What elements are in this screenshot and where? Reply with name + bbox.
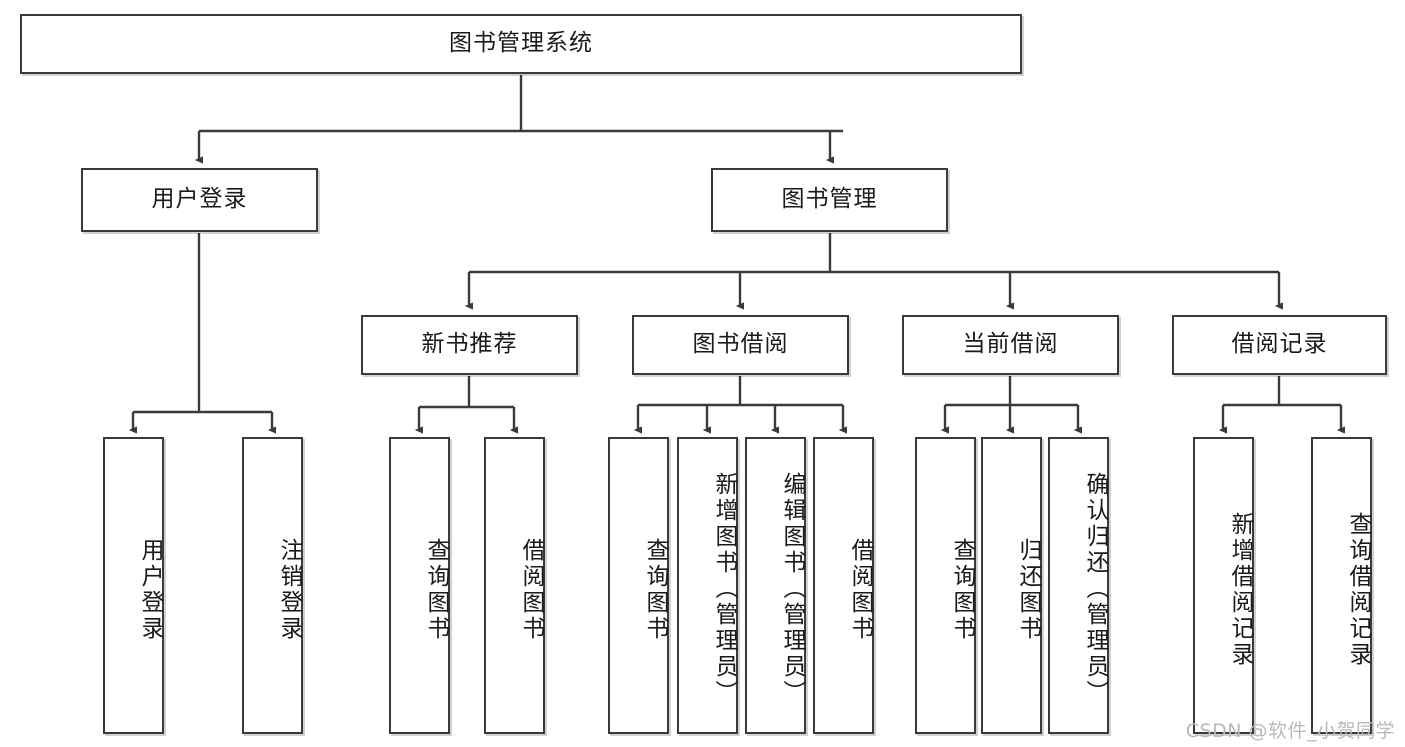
- node-new-book-recommendation[interactable]: 新书推荐: [361, 315, 578, 375]
- leaf-edit-book-admin[interactable]: 编辑图书（管理员）: [745, 437, 806, 734]
- leaf-query-book-borrowing[interactable]: 查询图书: [608, 437, 669, 734]
- node-label: 图书借阅: [692, 331, 789, 358]
- node-root-book-management-system[interactable]: 图书管理系统: [20, 14, 1022, 74]
- node-label: 借阅图书: [518, 537, 544, 642]
- node-label: 新书推荐: [421, 331, 518, 358]
- leaf-borrow-book[interactable]: 借阅图书: [813, 437, 874, 734]
- node-borrowing-record[interactable]: 借阅记录: [1172, 315, 1387, 375]
- node-label: 查询图书: [642, 537, 668, 642]
- node-label: 编辑图书（管理员）: [779, 471, 805, 706]
- leaf-return-book[interactable]: 归还图书: [981, 437, 1042, 734]
- leaf-query-borrowing-record[interactable]: 查询借阅记录: [1311, 437, 1372, 734]
- leaf-query-book-current[interactable]: 查询图书: [915, 437, 976, 734]
- leaf-add-borrowing-record[interactable]: 新增借阅记录: [1193, 437, 1254, 734]
- node-label: 查询图书: [423, 537, 449, 642]
- leaf-borrow-book-recommendation[interactable]: 借阅图书: [484, 437, 545, 734]
- node-label: 新增借阅记录: [1227, 511, 1253, 668]
- node-label: 图书管理系统: [449, 30, 593, 57]
- node-user-login[interactable]: 用户登录: [81, 168, 318, 232]
- node-label: 新增图书（管理员）: [711, 471, 737, 706]
- node-label: 归还图书: [1015, 537, 1041, 642]
- node-label: 借阅记录: [1231, 331, 1328, 358]
- node-label: 借阅图书: [847, 537, 873, 642]
- leaf-add-book-admin[interactable]: 新增图书（管理员）: [677, 437, 738, 734]
- leaf-user-login[interactable]: 用户登录: [103, 437, 164, 734]
- leaf-logout[interactable]: 注销登录: [242, 437, 303, 734]
- leaf-confirm-return-admin[interactable]: 确认归还（管理员）: [1048, 437, 1109, 734]
- node-label: 图书管理: [781, 186, 878, 213]
- node-label: 用户登录: [151, 186, 248, 213]
- node-book-borrowing[interactable]: 图书借阅: [632, 315, 849, 375]
- node-label: 查询图书: [949, 537, 975, 642]
- node-label: 用户登录: [137, 537, 163, 642]
- node-current-borrowing[interactable]: 当前借阅: [902, 315, 1119, 375]
- node-book-management[interactable]: 图书管理: [711, 168, 948, 232]
- node-label: 当前借阅: [962, 331, 1059, 358]
- watermark-text: CSDN @软件_小贺同学: [1185, 720, 1395, 742]
- leaf-query-book-recommendation[interactable]: 查询图书: [389, 437, 450, 734]
- node-label: 查询借阅记录: [1345, 511, 1371, 668]
- node-label: 注销登录: [276, 537, 302, 642]
- node-label: 确认归还（管理员）: [1082, 471, 1108, 706]
